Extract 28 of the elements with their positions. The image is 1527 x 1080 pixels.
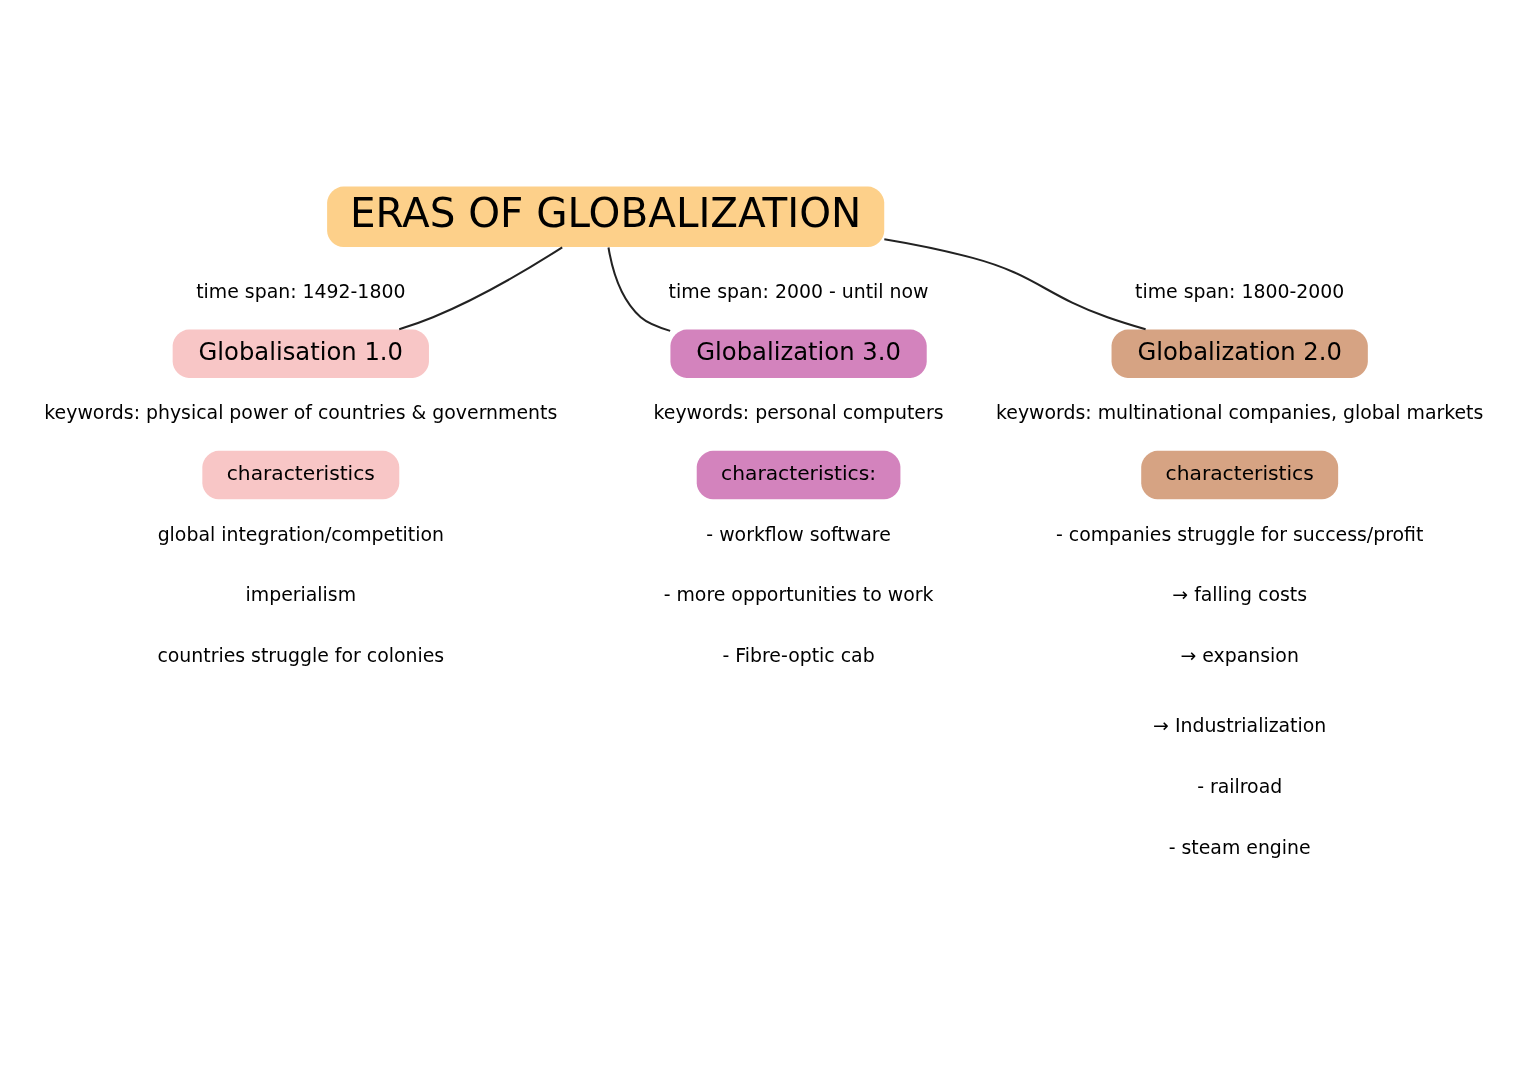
connector — [607, 246, 671, 332]
label: - steam engine — [1168, 835, 1311, 858]
node-box: characteristics — [1141, 450, 1339, 499]
node-box: Globalization 2.0 — [1111, 328, 1368, 378]
label: imperialism — [245, 582, 357, 605]
connector — [884, 237, 1146, 330]
label: keywords: physical power of countries & governments — [44, 400, 558, 423]
node-box: ERAS OF GLOBALIZATION — [327, 185, 885, 247]
node-box: Globalisation 1.0 — [172, 328, 429, 378]
label: keywords: personal computers — [653, 400, 944, 423]
label: - more opportunities to work — [663, 582, 934, 605]
label: - railroad — [1197, 774, 1283, 797]
label: → expansion — [1180, 643, 1299, 666]
label: - companies struggle for success/profit — [1055, 522, 1424, 545]
connector — [398, 245, 563, 330]
label: - Fibre-optic cab — [722, 643, 875, 666]
node-label: time span: 1800-2000 — [1135, 279, 1345, 302]
node-box: characteristics: — [696, 450, 901, 499]
node-box: Globalization 3.0 — [670, 328, 927, 378]
label: keywords: multinational companies, global markets — [996, 400, 1484, 423]
label: global integration/competition — [157, 522, 444, 545]
label: → falling costs — [1172, 582, 1308, 605]
label: → Industrialization — [1153, 713, 1327, 736]
node-label: time span: 2000 - until now — [668, 279, 929, 302]
label: - workflow software — [706, 522, 891, 545]
node-label: time span: 1492-1800 — [196, 279, 406, 302]
label: countries struggle for colonies — [157, 643, 445, 666]
node-box: characteristics — [202, 450, 400, 499]
